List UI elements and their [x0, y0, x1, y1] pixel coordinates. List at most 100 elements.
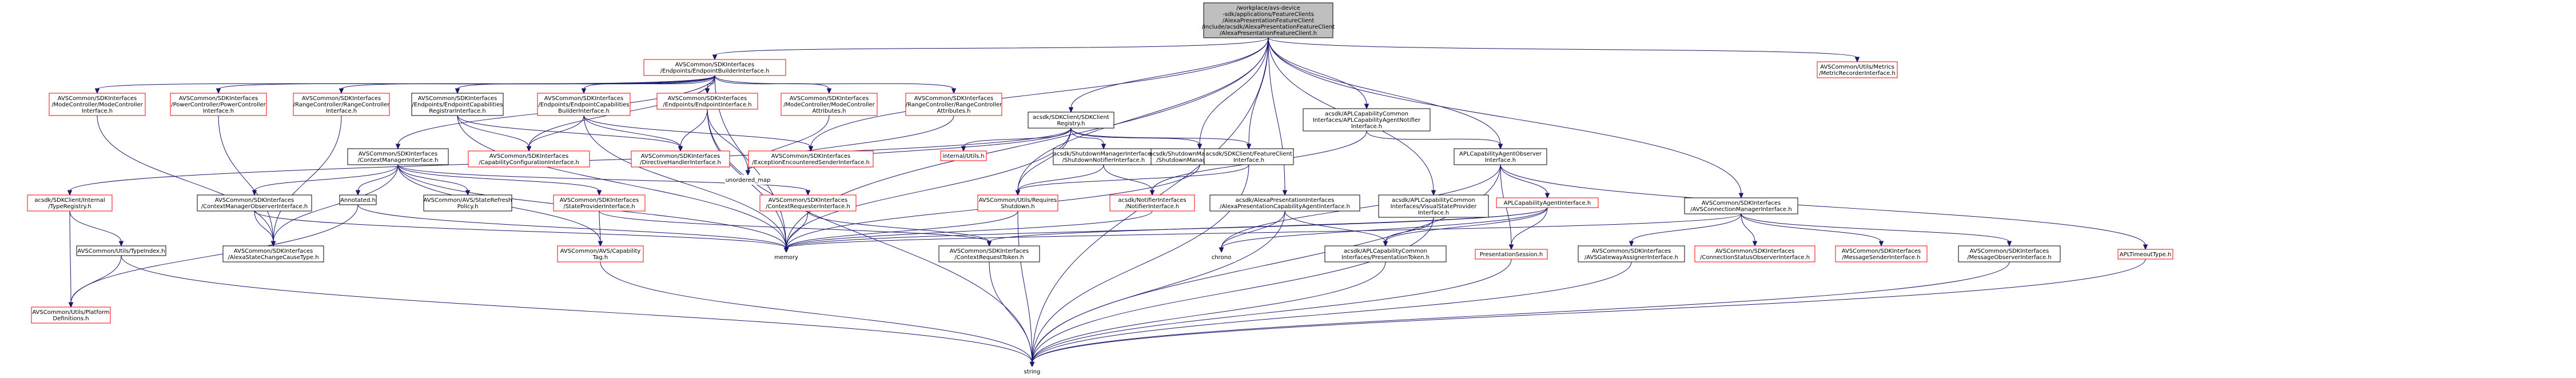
node-power[interactable]: AVSCommon/SDKInterfaces/PowerController/…: [170, 93, 267, 116]
node-ctxreqtoken[interactable]: AVSCommon/SDKInterfaces/ContextRequestTo…: [938, 245, 1040, 262]
edge-line: [714, 75, 830, 90]
edge-line: [528, 115, 584, 148]
node-label-line: AVSCommon/SDKInterfaces: [215, 197, 294, 204]
node-ctxreq[interactable]: AVSCommon/SDKInterfaces/ContextRequester…: [759, 194, 857, 212]
edge-line: [1070, 128, 1200, 145]
node-typeindex[interactable]: AVSCommon/Utils/TypeIndex.h: [76, 245, 166, 256]
node-epcapreg[interactable]: AVSCommon/SDKInterfaces/Endpoints/Endpoi…: [411, 93, 504, 116]
edge-line: [121, 255, 1033, 363]
node-epcapbuild[interactable]: AVSCommon/SDKInterfaces/Endpoints/Endpoi…: [537, 93, 631, 116]
edge-arrowhead: [598, 241, 603, 247]
node-epint[interactable]: AVSCommon/SDKInterfaces/Endpoints/Endpoi…: [656, 93, 758, 110]
node-background: [725, 175, 771, 185]
node-box: [1578, 245, 1685, 262]
node-label-line: acsdk/APLCapabilityCommon: [1392, 197, 1475, 204]
node-chrono: chrono: [1207, 252, 1236, 262]
node-modeattr[interactable]: AVSCommon/SDKInterfaces/ModeController/M…: [781, 93, 878, 116]
node-metric[interactable]: AVSCommon/Utils/Metrics/MetricRecorderIn…: [1817, 61, 1898, 78]
node-msgsender[interactable]: AVSCommon/SDKInterfaces/MessageSenderInt…: [1835, 245, 1928, 262]
node-alexapres[interactable]: acsdk/AlexaPresentationInterfaces/AlexaP…: [1209, 194, 1360, 212]
edge-line: [254, 210, 787, 249]
node-ctxmgr[interactable]: AVSCommon/SDKInterfaces/ContextManagerIn…: [347, 148, 449, 165]
node-background: [1207, 252, 1236, 262]
node-stateprov[interactable]: AVSCommon/SDKInterfaces/StateProviderInt…: [553, 194, 646, 212]
edge-arrowhead: [1498, 144, 1503, 150]
edge-ebi-to-mode1: [94, 75, 715, 94]
node-pressession[interactable]: PresentationSession.h: [1475, 249, 1548, 260]
edge-arrowhead: [270, 241, 276, 247]
node-box: [31, 307, 111, 324]
node-box: [977, 194, 1058, 212]
node-typereg[interactable]: acsdk/SDKClient/Internal/TypeRegistry.h: [27, 194, 113, 212]
node-exception[interactable]: AVSCommon/SDKInterfaces/ExceptionEncount…: [748, 150, 874, 168]
node-label-line: /ContextRequesterInterface.h: [766, 204, 850, 210]
node-ctxmgrobs[interactable]: AVSCommon/SDKInterfaces/ContextManagerOb…: [197, 194, 312, 212]
edge-line: [69, 210, 122, 242]
node-visualprov[interactable]: acsdk/APLCapabilityCommonInterfaces/Visu…: [1378, 194, 1489, 218]
edge-line: [457, 115, 529, 148]
edge-epcapreg-to-capconf: [457, 115, 532, 152]
node-msgobs[interactable]: AVSCommon/SDKInterfaces/MessageObserverI…: [1958, 245, 2061, 262]
node-label-line: Interfaces/APLCapabilityAgentNotifier: [1313, 117, 1421, 124]
edge-arrowhead: [951, 88, 957, 94]
edge-line: [583, 75, 715, 90]
node-alexastate[interactable]: AVSCommon/SDKInterfaces/AlexaStateChange…: [222, 245, 324, 262]
edge-arrowhead: [745, 170, 751, 176]
node-range1[interactable]: AVSCommon/SDKInterfaces/RangeController/…: [293, 93, 390, 116]
edge-arrowhead: [67, 190, 73, 196]
edge-arrowhead: [94, 88, 100, 94]
edge-arrowhead: [1197, 144, 1203, 150]
edge-alexapres-to-prestoken: [1284, 210, 1388, 247]
edge-arrowhead: [68, 302, 74, 308]
edge-arrowhead: [1752, 241, 1758, 247]
node-label-line: acsdk/APLCapabilityCommon: [1344, 248, 1427, 254]
node-aplnotifier[interactable]: acsdk/APLCapabilityCommonInterfaces/APLC…: [1303, 108, 1431, 132]
node-shutdownnotif[interactable]: acsdk/ShutdownManagerInterfaces/Shutdown…: [1053, 148, 1154, 165]
node-annotated[interactable]: Annotated.h: [339, 194, 377, 205]
edge-epint-to-directive: [678, 109, 708, 152]
edge-arrowhead: [1364, 104, 1369, 110]
edge-arrowhead: [395, 144, 401, 150]
node-prestoken[interactable]: acsdk/APLCapabilityCommonInterfaces/Pres…: [1324, 245, 1447, 262]
edge-arrowhead: [1219, 247, 1224, 253]
node-aplcapint[interactable]: APLCapabilityAgentInterface.h: [1496, 197, 1599, 208]
node-label-line: AVSCommon/SDKInterfaces: [489, 153, 568, 160]
edge-arrowhead: [826, 88, 832, 94]
edge-arrowhead: [252, 190, 257, 196]
node-mode1[interactable]: AVSCommon/SDKInterfaces/ModeController/M…: [49, 93, 146, 116]
node-capconf[interactable]: AVSCommon/SDKInterfaces/CapabilityConfig…: [468, 150, 590, 168]
edge-line: [707, 109, 1033, 363]
node-ebi[interactable]: AVSCommon/SDKInterfaces/Endpoints/Endpoi…: [643, 59, 786, 76]
node-label-line: AVSCommon/SDKInterfaces: [418, 96, 497, 102]
edge-line: [97, 115, 274, 242]
node-apltimeout[interactable]: APLTimeoutType.h: [2117, 249, 2173, 260]
edge-arrowhead: [678, 146, 683, 152]
node-gateway[interactable]: AVSCommon/SDKInterfaces/AVSGatewayAssign…: [1578, 245, 1685, 262]
node-avsconn[interactable]: AVSCommon/SDKInterfaces/AVSConnectionMan…: [1684, 197, 1798, 214]
edge-line: [218, 115, 274, 242]
node-box: [170, 93, 267, 116]
edge-line: [807, 210, 990, 242]
edge-line: [599, 210, 990, 242]
edge-epcapbuild-to-directive: [583, 115, 683, 152]
node-label-line: AVSCommon/SDKInterfaces: [179, 96, 258, 102]
node-directive[interactable]: AVSCommon/SDKInterfaces/DirectiveHandler…: [631, 150, 730, 168]
node-label-line: AVSCommon/SDKInterfaces: [560, 197, 639, 204]
edge-aplcapint-to-chrono: [1219, 207, 1548, 253]
node-internal[interactable]: internal/Utils.h: [940, 150, 987, 161]
node-rangeattr[interactable]: AVSCommon/SDKInterfaces/RangeController/…: [905, 93, 1002, 116]
node-label-line: /AlexaPresentationCapabilityAgentInterfa…: [1220, 204, 1350, 210]
node-connobs[interactable]: AVSCommon/SDKInterfaces/ConnectionStatus…: [1694, 245, 1815, 262]
node-notifier[interactable]: acsdk/NotifierInterfaces/NotifierInterfa…: [1109, 194, 1195, 212]
node-box: [222, 245, 324, 262]
node-label-line: /AlexaPresentationFeatureClient.h: [1220, 30, 1317, 37]
edge-line: [1385, 207, 1548, 242]
edge-line: [714, 75, 954, 90]
